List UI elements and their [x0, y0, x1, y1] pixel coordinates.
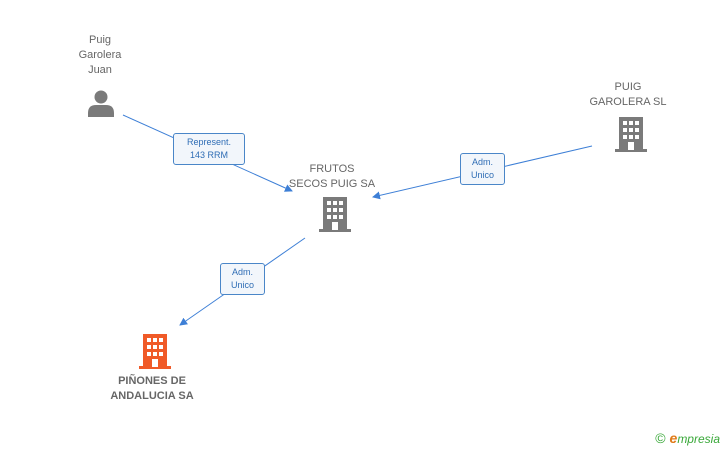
edge-label-adm-unico-2: Adm. Unico [220, 263, 265, 295]
edge-label-represent: Represent. 143 RRM [173, 133, 245, 165]
copyright-symbol: © [655, 430, 666, 446]
edge-label-adm-unico-1: Adm. Unico [460, 153, 505, 185]
node-puig-garolera-label: PUIG GAROLERA SL [589, 81, 667, 108]
building-icon [615, 117, 647, 152]
empresia-logo: ©empresia [655, 430, 720, 446]
node-frutos-secos-label: FRUTOS SECOS PUIG SA [288, 163, 376, 190]
node-pinones[interactable]: PIÑONES DE ANDALUCIA SA [95, 374, 209, 404]
node-puig-garolera[interactable]: PUIG GAROLERA SL [580, 80, 676, 110]
building-icon [139, 334, 171, 369]
person-icon [88, 90, 114, 117]
brand-e: e [669, 430, 678, 446]
brand-rest: mpresia [677, 432, 720, 446]
building-icon [319, 197, 351, 232]
node-person[interactable]: Puig Garolera Juan [60, 33, 140, 78]
node-person-label: Puig Garolera Juan [78, 34, 122, 76]
node-frutos-secos[interactable]: FRUTOS SECOS PUIG SA [280, 162, 384, 192]
node-pinones-label: PIÑONES DE ANDALUCIA SA [110, 375, 194, 402]
